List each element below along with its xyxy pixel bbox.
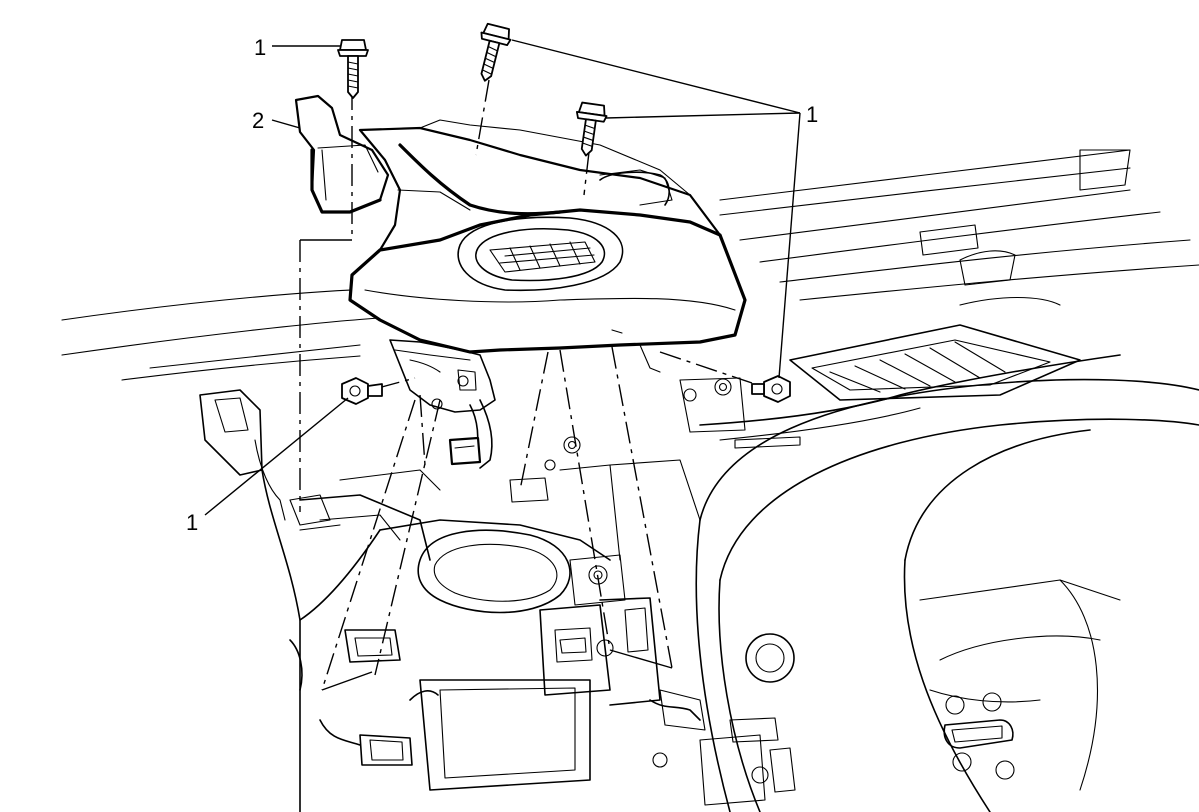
callout-1-top-left: 1: [254, 35, 266, 60]
bolt-upper-right: [575, 101, 608, 157]
bolt-left-lower: [341, 377, 383, 405]
bracket-part-2: [294, 94, 390, 214]
callout-1-right: 1: [806, 102, 818, 127]
bolt-top-left: [337, 39, 369, 99]
callout-2-bracket: 2: [252, 108, 264, 133]
callout-1-left-lower: 1: [186, 510, 198, 535]
leader-lines: [204, 39, 801, 516]
callout-labels: 1 2 1 1: [186, 35, 818, 535]
cluster-trim-panel: [348, 119, 747, 469]
alignment-centerlines: [299, 79, 753, 691]
bolt-top-middle: [480, 22, 512, 82]
fasteners: [337, 22, 791, 405]
bolt-right: [751, 375, 791, 403]
dashboard-background: [61, 149, 1199, 812]
